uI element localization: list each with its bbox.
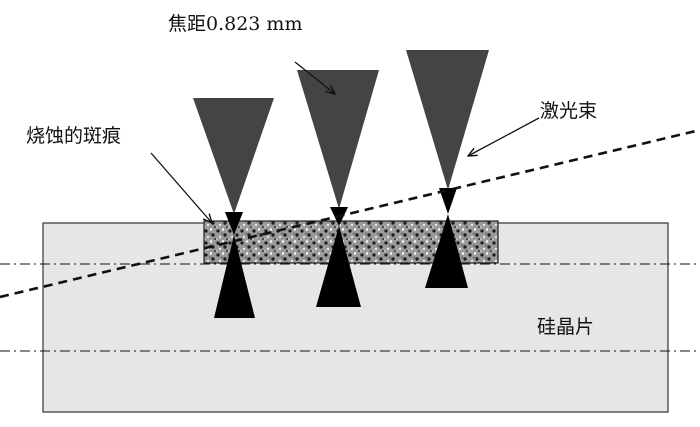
laser-beam-arrow bbox=[468, 117, 540, 156]
focal-length-arrow bbox=[294, 61, 335, 94]
focal-length-label: 焦距0.823 mm bbox=[168, 13, 303, 35]
ablation-mark-arrow bbox=[150, 152, 212, 223]
silicon-wafer-label: 硅晶片 bbox=[535, 312, 597, 339]
focused-beam-1 bbox=[193, 98, 274, 318]
laser-beam-label: 激光束 bbox=[540, 100, 598, 122]
focused-beam-3 bbox=[406, 50, 489, 288]
ablation-mark-label: 烧蚀的斑痕 bbox=[26, 125, 122, 147]
